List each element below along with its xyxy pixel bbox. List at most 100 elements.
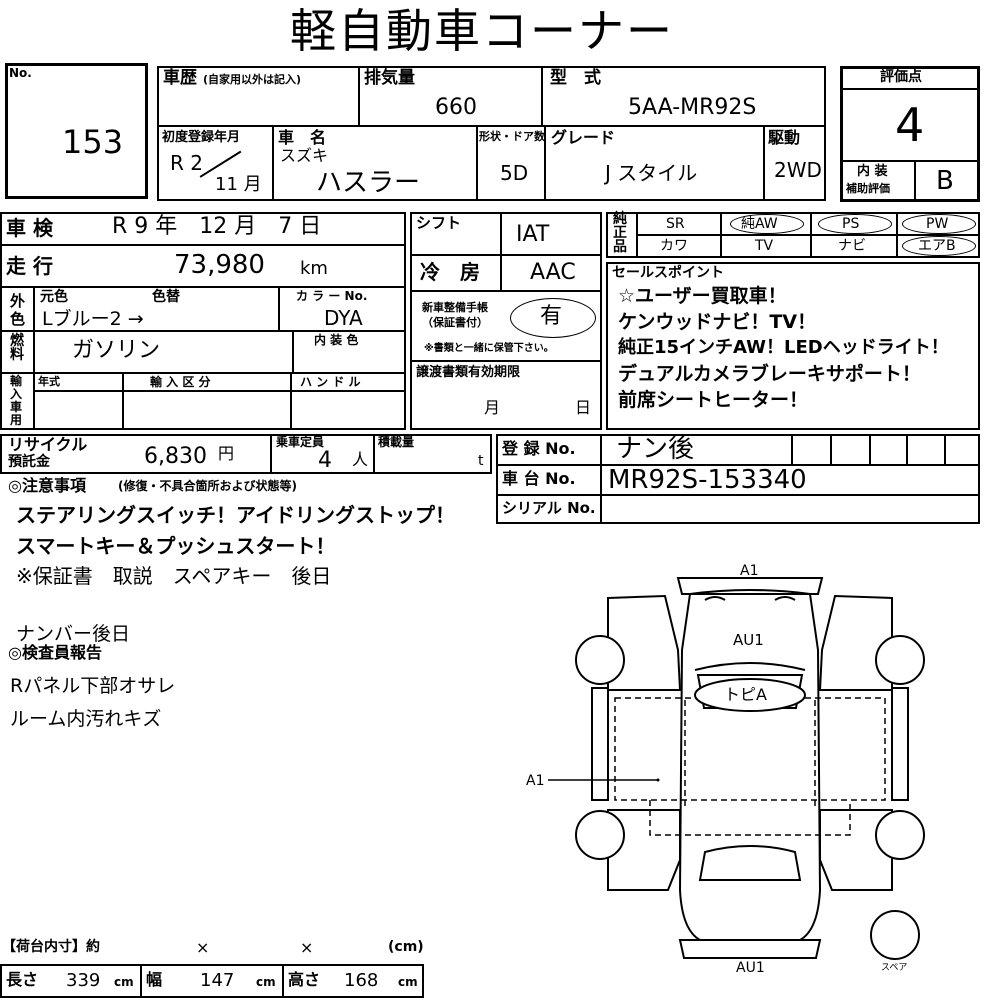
note-line-3: ※保証書 取説 スペアキー 後日: [16, 564, 332, 588]
capacity-value: 4: [318, 448, 332, 473]
diagram-roof-label: トピA: [724, 685, 767, 704]
interior-label1: 内 装: [857, 164, 888, 179]
lot-label: No.: [9, 66, 32, 80]
ac-label: 冷 房: [420, 260, 480, 284]
manual-note: ※書類と一緒に保管下さい。: [424, 343, 554, 354]
cargo-height-label: 高さ: [288, 970, 321, 989]
equip-pw-circle: [902, 214, 976, 234]
color-orig-value: Lブルー2 →: [42, 308, 144, 330]
transfer-day: 日: [575, 398, 592, 417]
fuel-value: ガソリン: [72, 338, 161, 363]
recycle-row: [0, 434, 492, 474]
sales-point-1: ☆ユーザー買取車！: [618, 285, 787, 307]
ac-value: AAC: [530, 260, 576, 285]
middle-block: [410, 212, 602, 430]
manual-value: 有: [540, 304, 563, 329]
score-label: 評価点: [880, 69, 922, 85]
cargo-times-2: ×: [300, 938, 314, 957]
diagram-spare-label: スペア: [881, 963, 908, 973]
cargo-height-unit: cm: [398, 975, 418, 989]
diagram-rear-label: AU1: [736, 960, 765, 976]
first-reg-label: 初度登録年月: [162, 130, 241, 145]
load-label: 積載量: [378, 435, 415, 449]
registration-value: ナン後: [616, 434, 695, 464]
cargo-length-value: 339: [66, 970, 101, 991]
doors-value: 5D: [500, 161, 529, 185]
cargo-unit-label: (cm): [388, 939, 424, 955]
inspector-line-1: Rパネル下部オサレ: [10, 675, 176, 697]
transfer-month: 月: [484, 398, 501, 417]
page-title: 軽自動車コーナー: [290, 4, 674, 58]
import-label: 輸入車用: [10, 374, 23, 427]
sales-point-4: デュアルカメラブレーキサポート！: [618, 363, 921, 385]
color-no-label: カ ラ ー No.: [296, 289, 368, 303]
sales-points-label: セールスポイント: [612, 265, 724, 281]
note-extra: ナンバー後日: [16, 623, 131, 645]
color-no-value: DYA: [324, 306, 363, 330]
equip-aw-circle: [730, 214, 804, 234]
first-reg-era: R 2: [170, 151, 203, 175]
sales-point-5: 前席シートヒーター！: [618, 389, 809, 411]
chassis-value: MR92S-153340: [608, 465, 807, 495]
inspector-line-2: ルーム内汚れキズ: [10, 708, 162, 730]
recycle-unit: 円: [218, 444, 235, 463]
interior-color-label: 内 装 色: [314, 333, 359, 347]
first-reg-month: 11 月: [215, 174, 262, 195]
equipment-label: 純正品: [613, 211, 627, 255]
registration-box: [496, 434, 980, 524]
grade-value: J スタイル: [605, 161, 698, 185]
history-note: (自家用以外は記入): [203, 73, 302, 86]
doors-label: 形状・ドア数: [479, 130, 545, 143]
mileage-unit: km: [300, 258, 328, 279]
left-block: [0, 212, 406, 430]
equip-ps-circle: [818, 214, 892, 234]
chassis-label: 車 台 No.: [502, 469, 576, 488]
mileage-label: 走 行: [6, 254, 53, 278]
capacity-unit: 人: [352, 450, 369, 469]
interior-label2: 補助評価: [846, 182, 890, 195]
score-box: [840, 66, 980, 202]
displacement-label: 排気量: [364, 68, 415, 88]
lot-box: [5, 63, 148, 199]
grade-label: グレード: [551, 128, 616, 147]
cargo-width-label: 幅: [146, 970, 163, 989]
equip-navi: ナビ: [838, 238, 866, 254]
vehicle-info-box: [157, 66, 826, 201]
score-value: 4: [895, 98, 925, 152]
cargo-length-unit: cm: [114, 975, 134, 989]
cargo-dimensions-box: [0, 964, 424, 998]
manual-oval: [510, 298, 596, 338]
shift-value: IAT: [516, 222, 550, 247]
note-line-1: ステアリングスイッチ！アイドリングストップ！: [16, 503, 455, 527]
diagram-hood-label: AU1: [733, 631, 764, 649]
car-maker: スズキ: [280, 146, 329, 165]
history-label: 車歴: [163, 68, 197, 88]
model-label: 型 式: [550, 68, 601, 88]
notes-sub: (修復・不具合箇所および状態等): [118, 479, 297, 493]
capacity-label: 乗車定員: [276, 435, 325, 449]
car-damage-diagram: [548, 577, 925, 960]
equip-leather: カワ: [660, 238, 688, 254]
note-line-2: スマートキー＆プッシュスタート！: [16, 534, 336, 558]
import-handle-label: ハ ン ド ル: [300, 375, 361, 389]
import-year-label: 年式: [38, 375, 60, 388]
recycle-label1: リサイクル: [8, 435, 88, 454]
color-side-label: 外色: [10, 292, 26, 328]
diagram-front-label: A1: [740, 563, 759, 579]
manual-label: 新車整備手帳（保証書付）: [422, 301, 488, 329]
drive-value: 2WD: [774, 158, 822, 182]
cargo-width-value: 147: [200, 970, 235, 991]
car-name-label: 車 名: [278, 128, 327, 147]
notes-label: ◎注意事項: [8, 476, 86, 495]
lot-number: 153: [62, 123, 124, 161]
displacement-value: 660: [435, 95, 477, 120]
inspector-label: ◎検査員報告: [8, 643, 102, 662]
cargo-label: 【荷台内寸】約: [2, 939, 100, 955]
car-name-value: ハスラー: [316, 168, 421, 198]
cargo-length-label: 長さ: [6, 970, 39, 989]
transfer-label: 譲渡書類有効期限: [416, 365, 521, 380]
drive-label: 駆動: [768, 128, 801, 147]
color-orig-label: 元色: [40, 289, 68, 305]
registration-label: 登 録 No.: [502, 439, 576, 458]
shift-label: シフト: [416, 214, 462, 232]
